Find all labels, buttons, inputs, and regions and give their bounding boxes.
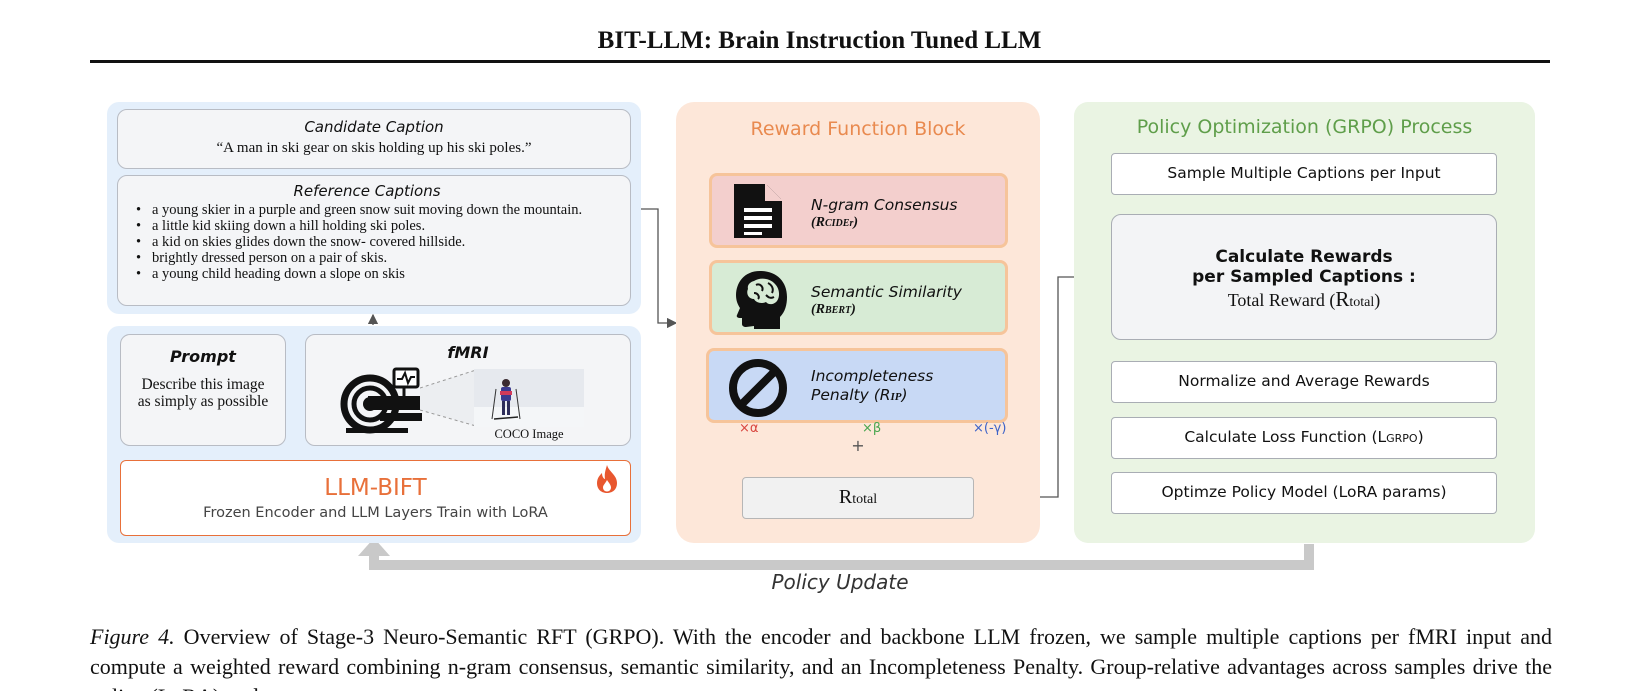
ngram-sub-prefix: (R xyxy=(811,215,825,230)
ngram-sub-close: ) xyxy=(853,215,859,230)
semantic-similarity-item: Semantic Similarity (RBERT) xyxy=(709,260,1008,335)
penalty-label: Penalty (R xyxy=(811,386,891,404)
step-normalize-rewards: Normalize and Average Rewards xyxy=(1111,361,1497,403)
scan-projection xyxy=(420,370,476,427)
coco-image-label: COCO Image xyxy=(494,427,564,441)
loss-function-label: Calculate Loss Function (L xyxy=(1184,428,1387,446)
list-item: a young skier in a purple and green snow… xyxy=(130,202,604,218)
sum-symbol: + xyxy=(851,436,865,455)
prompt-text: Describe this image as simply as possibl… xyxy=(137,376,269,410)
semantic-sub-index: BERT xyxy=(825,305,852,316)
r-total-sub: total xyxy=(852,492,878,507)
penalty-sub-close: ) xyxy=(901,386,908,404)
figure-caption-text: Overview of Stage-3 Neuro-Semantic RFT (… xyxy=(90,624,1552,691)
brain-head-icon xyxy=(736,271,787,329)
list-item: brightly dressed person on a pair of ski… xyxy=(130,250,604,266)
semantic-sub-close: ) xyxy=(851,302,856,317)
step-calculate-rewards: Calculate Rewards per Sampled Captions :… xyxy=(1111,214,1497,340)
calculate-rewards-line2: per Sampled Captions : xyxy=(1192,267,1416,287)
loss-function-sub: GRPO xyxy=(1386,432,1418,445)
policy-update-label: Policy Update xyxy=(771,570,909,594)
total-reward-symbol: R xyxy=(1335,287,1350,311)
gamma-weight: ×(-γ) xyxy=(973,421,1007,436)
policy-heading: Policy Optimization (GRPO) Process xyxy=(1136,116,1473,138)
total-reward-sub: total xyxy=(1349,295,1375,310)
beta-weight: ×β xyxy=(862,421,882,436)
mri-scanner-icon xyxy=(340,367,422,434)
ngram-sub-index: CIDEr xyxy=(825,218,854,229)
ngram-consensus-label: N-gram Consensus xyxy=(811,196,958,214)
r-total-box: Rtotal xyxy=(742,477,974,519)
loss-function-close: ) xyxy=(1417,428,1424,446)
list-item: a young child heading down a slope on sk… xyxy=(130,266,604,282)
reward-block-heading: Reward Function Block xyxy=(750,118,966,140)
semantic-sub-prefix: (R xyxy=(811,302,825,317)
total-reward-close: ) xyxy=(1374,290,1381,310)
prompt-card: Prompt Describe this image as simply as … xyxy=(120,334,286,446)
reference-captions-list: a young skier in a purple and green snow… xyxy=(130,202,604,282)
llm-bift-title: LLM-BIFT xyxy=(324,475,427,501)
step-optimize-policy: Optimze Policy Model (LoRA params) xyxy=(1111,472,1497,514)
penalty-sub-index: IP xyxy=(890,391,902,403)
candidate-caption-heading: Candidate Caption xyxy=(304,118,444,136)
reference-captions-card: Reference Captions a young skier in a pu… xyxy=(117,175,631,306)
step-sample-captions: Sample Multiple Captions per Input xyxy=(1111,153,1497,195)
candidate-caption-text: “A man in ski gear on skis holding up hi… xyxy=(216,140,532,156)
fmri-heading: fMRI xyxy=(447,343,489,362)
coco-image xyxy=(474,369,584,427)
total-reward-label: Total Reward ( xyxy=(1227,290,1336,310)
incompleteness-label: Incompleteness xyxy=(811,367,934,385)
prohibited-icon xyxy=(729,359,787,417)
list-item: a kid on skies glides down the snow- cov… xyxy=(130,234,604,250)
list-item: a little kid skiing down a hill holding … xyxy=(130,218,604,234)
prompt-heading: Prompt xyxy=(170,347,236,366)
title-rule xyxy=(90,60,1550,63)
candidate-caption-card: Candidate Caption “A man in ski gear on … xyxy=(117,109,631,169)
figure-caption: Figure 4. Overview of Stage-3 Neuro-Sema… xyxy=(90,622,1552,691)
llm-bift-subtitle: Frozen Encoder and LLM Layers Train with… xyxy=(203,505,548,521)
ngram-consensus-item: N-gram Consensus (RCIDEr) xyxy=(709,173,1008,248)
figure-number: Figure 4. xyxy=(90,624,175,649)
calculate-rewards-line1: Calculate Rewards xyxy=(1215,247,1393,267)
incompleteness-penalty-item: Incompleteness Penalty (RIP) xyxy=(706,348,1008,423)
r-total-symbol: R xyxy=(838,486,853,508)
flame-icon xyxy=(597,465,617,493)
llm-bift-box: LLM-BIFT Frozen Encoder and LLM Layers T… xyxy=(120,460,631,536)
paper-running-title: BIT-LLM: Brain Instruction Tuned LLM xyxy=(597,27,1042,54)
alpha-weight: ×α xyxy=(739,421,759,436)
reference-captions-heading: Reference Captions xyxy=(293,182,441,200)
step-loss-function: Calculate Loss Function (LGRPO) xyxy=(1111,417,1497,459)
document-icon xyxy=(734,184,782,238)
semantic-similarity-label: Semantic Similarity xyxy=(811,283,962,301)
